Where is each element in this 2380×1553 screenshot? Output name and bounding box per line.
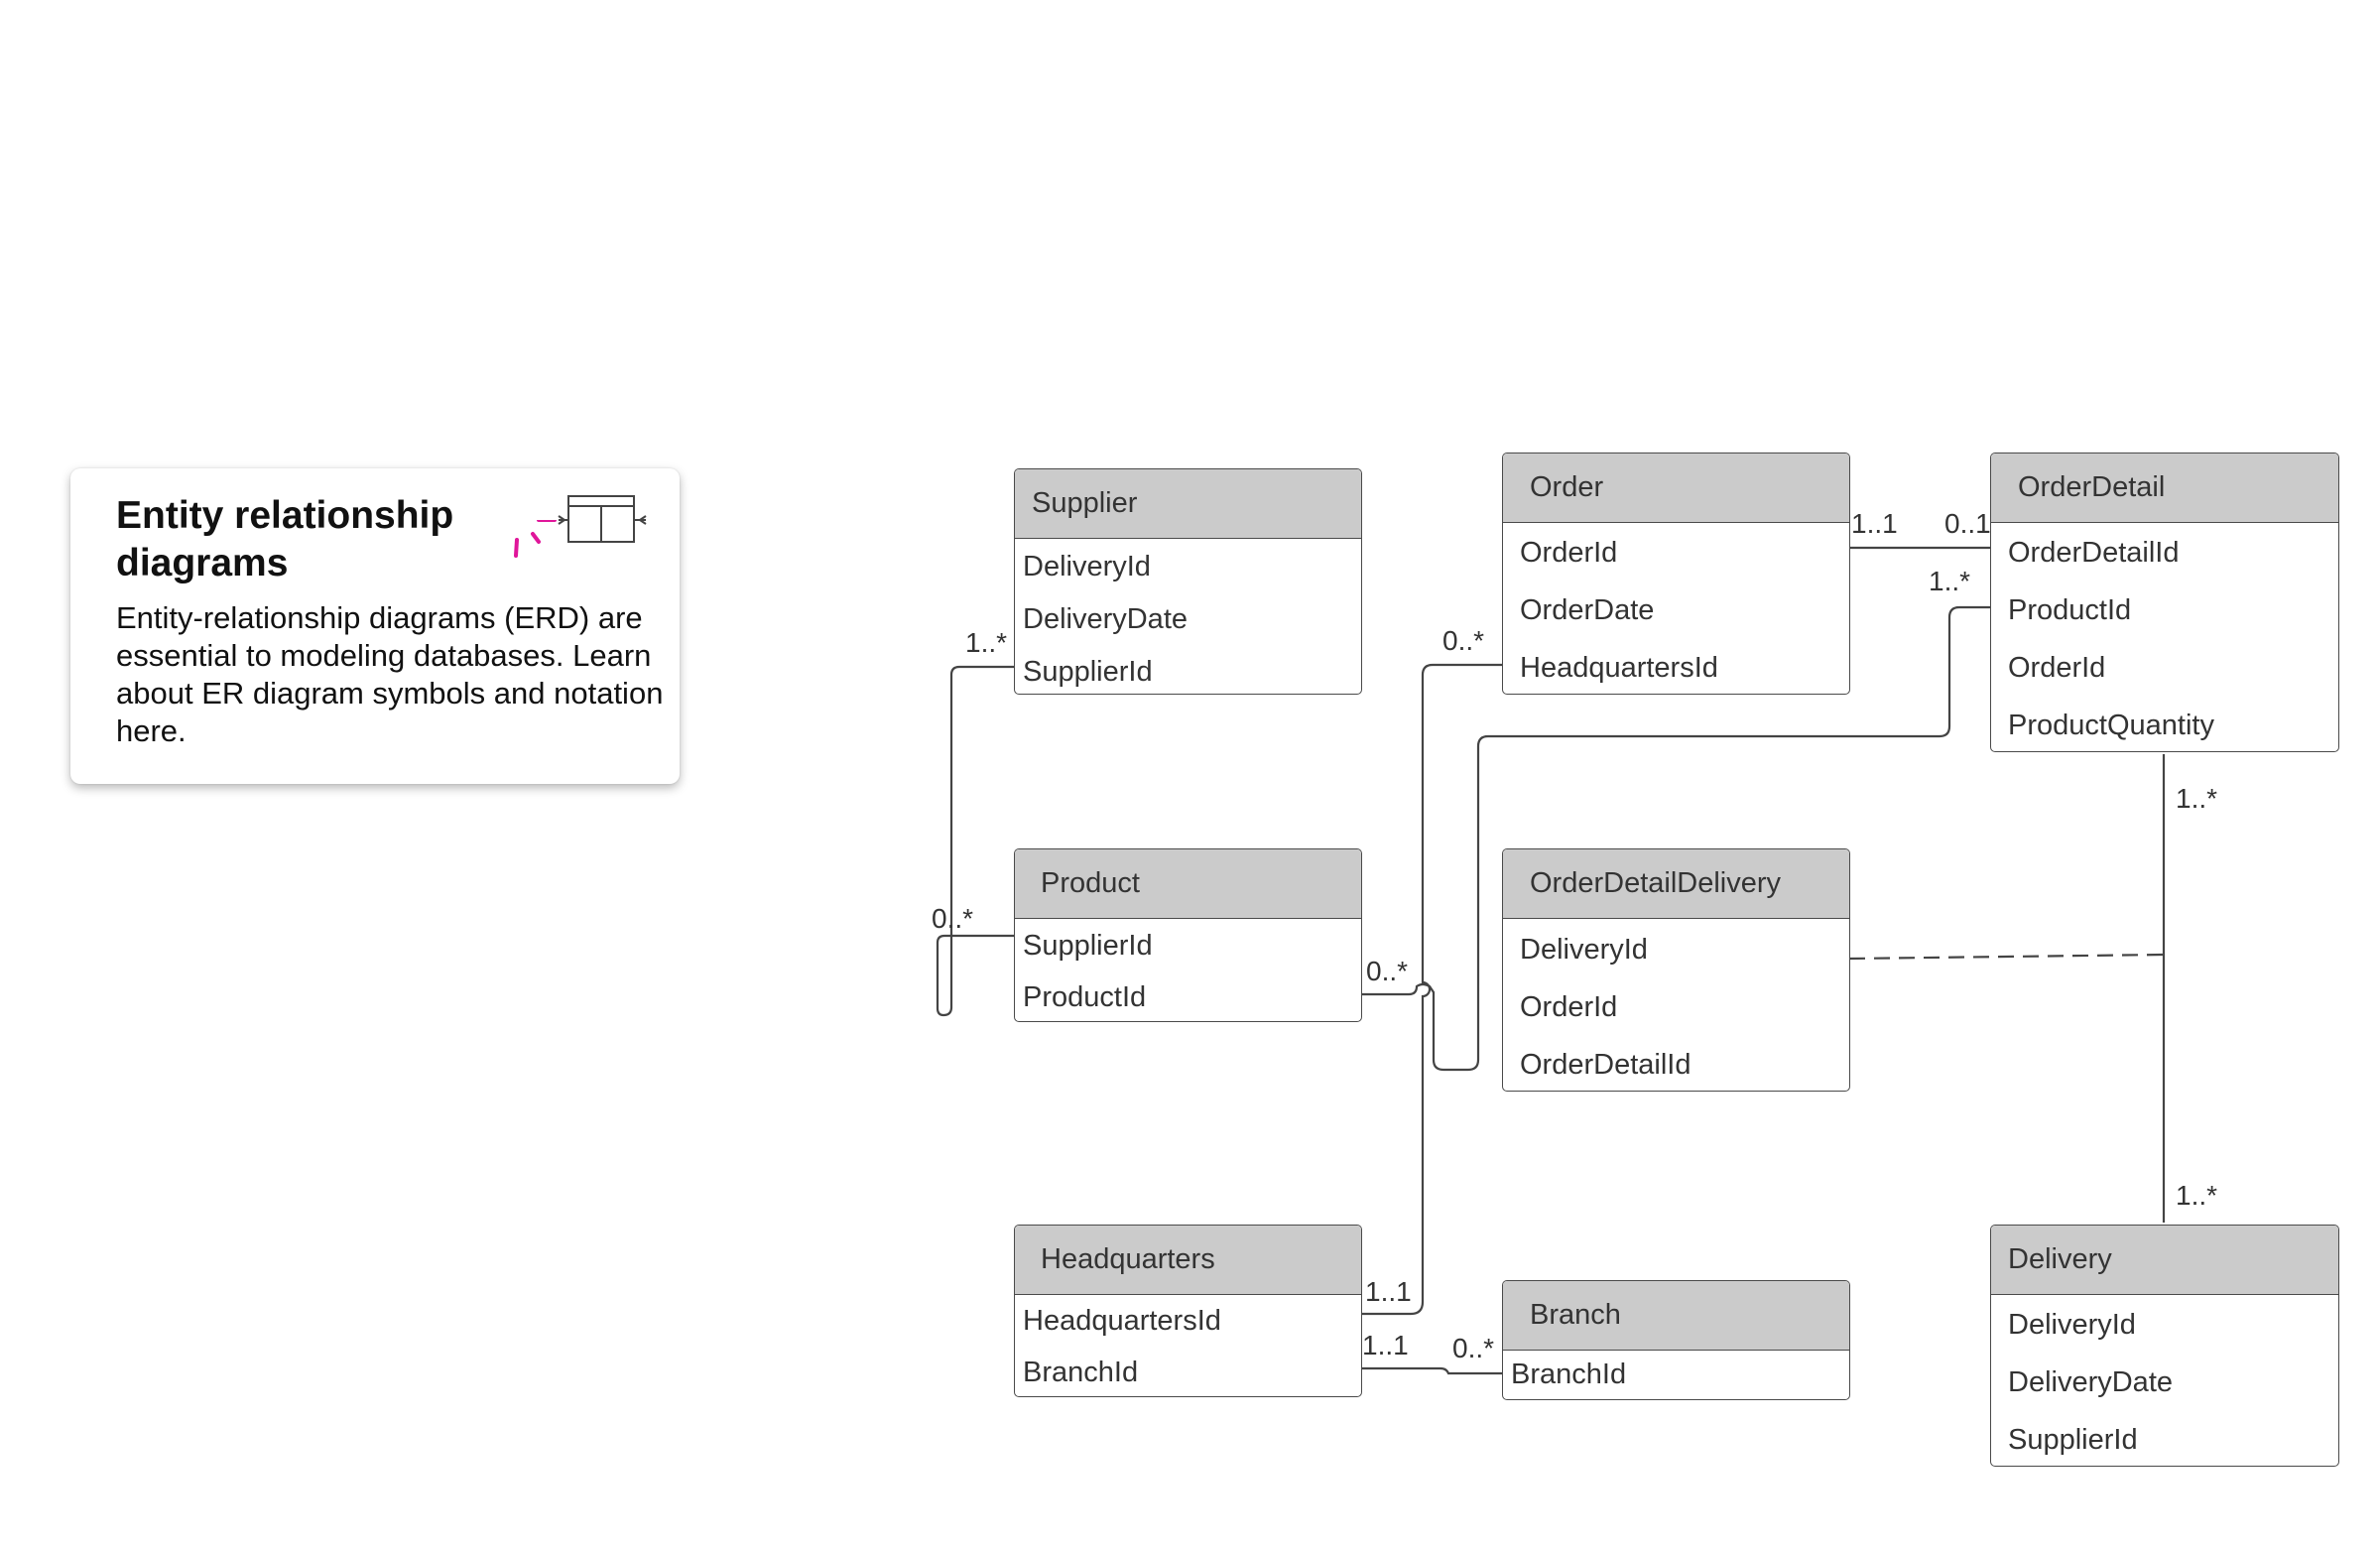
entity-header: OrderDetail bbox=[1991, 453, 2338, 523]
entity-field: ProductId bbox=[2008, 594, 2132, 626]
cardinality-label: 1..1 bbox=[1851, 508, 1898, 539]
entity-orderdetaildelivery[interactable]: OrderDetailDelivery DeliveryId OrderId O… bbox=[1502, 848, 1850, 1092]
entity-title: Headquarters bbox=[1041, 1243, 1215, 1275]
association-orderdetaildelivery bbox=[1848, 953, 2165, 961]
relationship-product-orderdetail bbox=[1362, 605, 1990, 1072]
entity-field: OrderId bbox=[1520, 537, 1618, 569]
entity-header: Delivery bbox=[1991, 1226, 2338, 1295]
entity-field: DeliveryId bbox=[2008, 1309, 2136, 1341]
entity-header: Order bbox=[1503, 453, 1849, 523]
entity-header: Branch bbox=[1503, 1281, 1849, 1351]
entity-header: Product bbox=[1015, 849, 1361, 919]
entity-field: DeliveryDate bbox=[1023, 603, 1188, 635]
cardinality-label: 0..* bbox=[1452, 1333, 1495, 1363]
entity-field: SupplierId bbox=[2008, 1424, 2138, 1456]
cardinality-label: 1..* bbox=[2176, 783, 2218, 814]
entity-order[interactable]: Order OrderId OrderDate HeadquartersId bbox=[1502, 453, 1850, 695]
entity-title: Order bbox=[1530, 471, 1604, 503]
entity-field: ProductQuantity bbox=[2008, 710, 2214, 741]
cardinality-label: 1..* bbox=[2176, 1180, 2218, 1211]
info-card-title: Entity relationship diagrams bbox=[116, 494, 454, 584]
entity-field: OrderDetailId bbox=[1520, 1049, 1691, 1081]
entity-title: Product bbox=[1041, 867, 1140, 899]
entity-headquarters[interactable]: Headquarters HeadquartersId BranchId bbox=[1014, 1225, 1362, 1397]
sparkle-accent-icon bbox=[514, 520, 557, 558]
entity-title: Delivery bbox=[2008, 1243, 2112, 1275]
entity-field: DeliveryId bbox=[1520, 934, 1648, 966]
entity-header: Supplier bbox=[1015, 469, 1361, 539]
entity-product[interactable]: Product SupplierId ProductId bbox=[1014, 848, 1362, 1022]
relationship-order-headquarters bbox=[1362, 663, 1502, 1316]
cardinality-label: 0..1 bbox=[1944, 508, 1991, 539]
entity-field: SupplierId bbox=[1023, 930, 1153, 962]
entity-field: SupplierId bbox=[1023, 656, 1153, 688]
entity-field: HeadquartersId bbox=[1520, 652, 1718, 684]
entity-field: HeadquartersId bbox=[1023, 1305, 1221, 1337]
entity-supplier[interactable]: Supplier DeliveryId DeliveryDate Supplie… bbox=[1014, 468, 1362, 695]
cardinality-label: 1..1 bbox=[1362, 1330, 1409, 1360]
entity-title: Branch bbox=[1530, 1299, 1621, 1331]
entity-title: OrderDetailDelivery bbox=[1530, 867, 1782, 899]
entity-field: OrderId bbox=[1520, 991, 1618, 1023]
entity-field: OrderDate bbox=[1520, 594, 1655, 626]
cardinality-label: 0..* bbox=[1366, 956, 1409, 986]
entity-field: OrderDetailId bbox=[2008, 537, 2180, 569]
entity-field: BranchId bbox=[1023, 1357, 1139, 1388]
entity-title: Supplier bbox=[1032, 487, 1138, 519]
entity-field: OrderId bbox=[2008, 652, 2106, 684]
entity-field: ProductId bbox=[1023, 981, 1147, 1013]
entity-branch[interactable]: Branch BranchId bbox=[1502, 1280, 1850, 1400]
entity-title: OrderDetail bbox=[2018, 471, 2166, 503]
entity-field: DeliveryDate bbox=[2008, 1366, 2173, 1398]
entity-delivery[interactable]: Delivery DeliveryId DeliveryDate Supplie… bbox=[1990, 1225, 2339, 1467]
cardinality-label: 0..* bbox=[932, 903, 974, 934]
entity-header: OrderDetailDelivery bbox=[1503, 849, 1849, 919]
cardinality-label: 0..* bbox=[1442, 625, 1485, 656]
cardinality-label: 1..* bbox=[1929, 566, 1971, 596]
erd-table-icon bbox=[558, 495, 647, 543]
entity-field: DeliveryId bbox=[1023, 551, 1151, 582]
relationship-supplier-product bbox=[936, 665, 1014, 1017]
info-card[interactable]: Entity relationship diagrams Entity-rela bbox=[70, 468, 680, 784]
cardinality-label: 1..* bbox=[965, 627, 1008, 658]
entity-field: BranchId bbox=[1511, 1359, 1627, 1390]
entity-header: Headquarters bbox=[1015, 1226, 1361, 1295]
info-card-body: Entity-relationship diagrams (ERD) are e… bbox=[116, 600, 664, 748]
entity-orderdetail[interactable]: OrderDetail OrderDetailId ProductId Orde… bbox=[1990, 453, 2339, 752]
relationship-headquarters-branch bbox=[1362, 1366, 1502, 1375]
cardinality-label: 1..1 bbox=[1365, 1276, 1412, 1307]
